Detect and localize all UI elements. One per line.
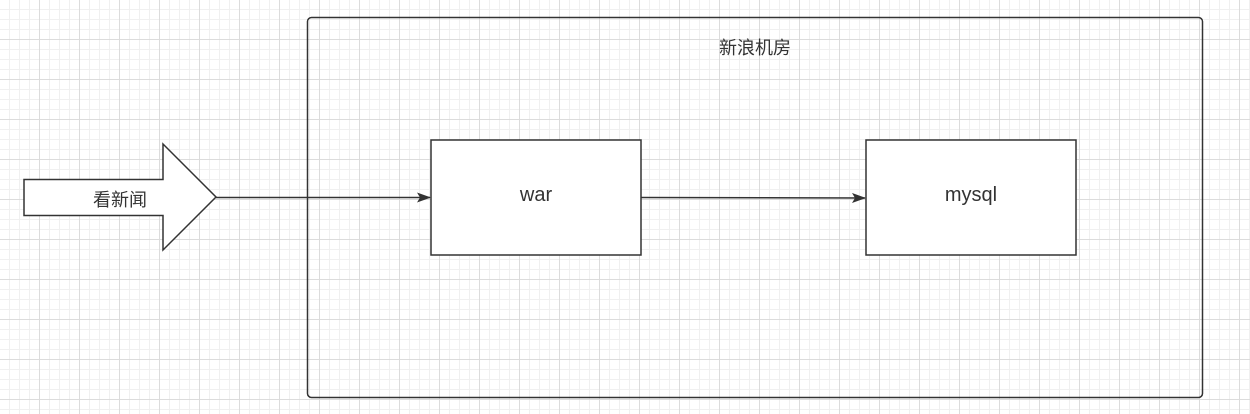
war-node[interactable] <box>430 139 642 256</box>
user-arrow-label: 看新闻 <box>93 190 147 211</box>
user-request-arrow[interactable] <box>23 142 218 252</box>
edge-war-to-mysql[interactable] <box>640 192 866 203</box>
war-node-label: war <box>519 184 553 206</box>
container-title: 新浪机房 <box>719 38 791 59</box>
mysql-node[interactable] <box>865 139 1077 256</box>
datacenter-container[interactable] <box>306 16 1204 399</box>
mysql-node-label: mysql <box>944 184 998 206</box>
